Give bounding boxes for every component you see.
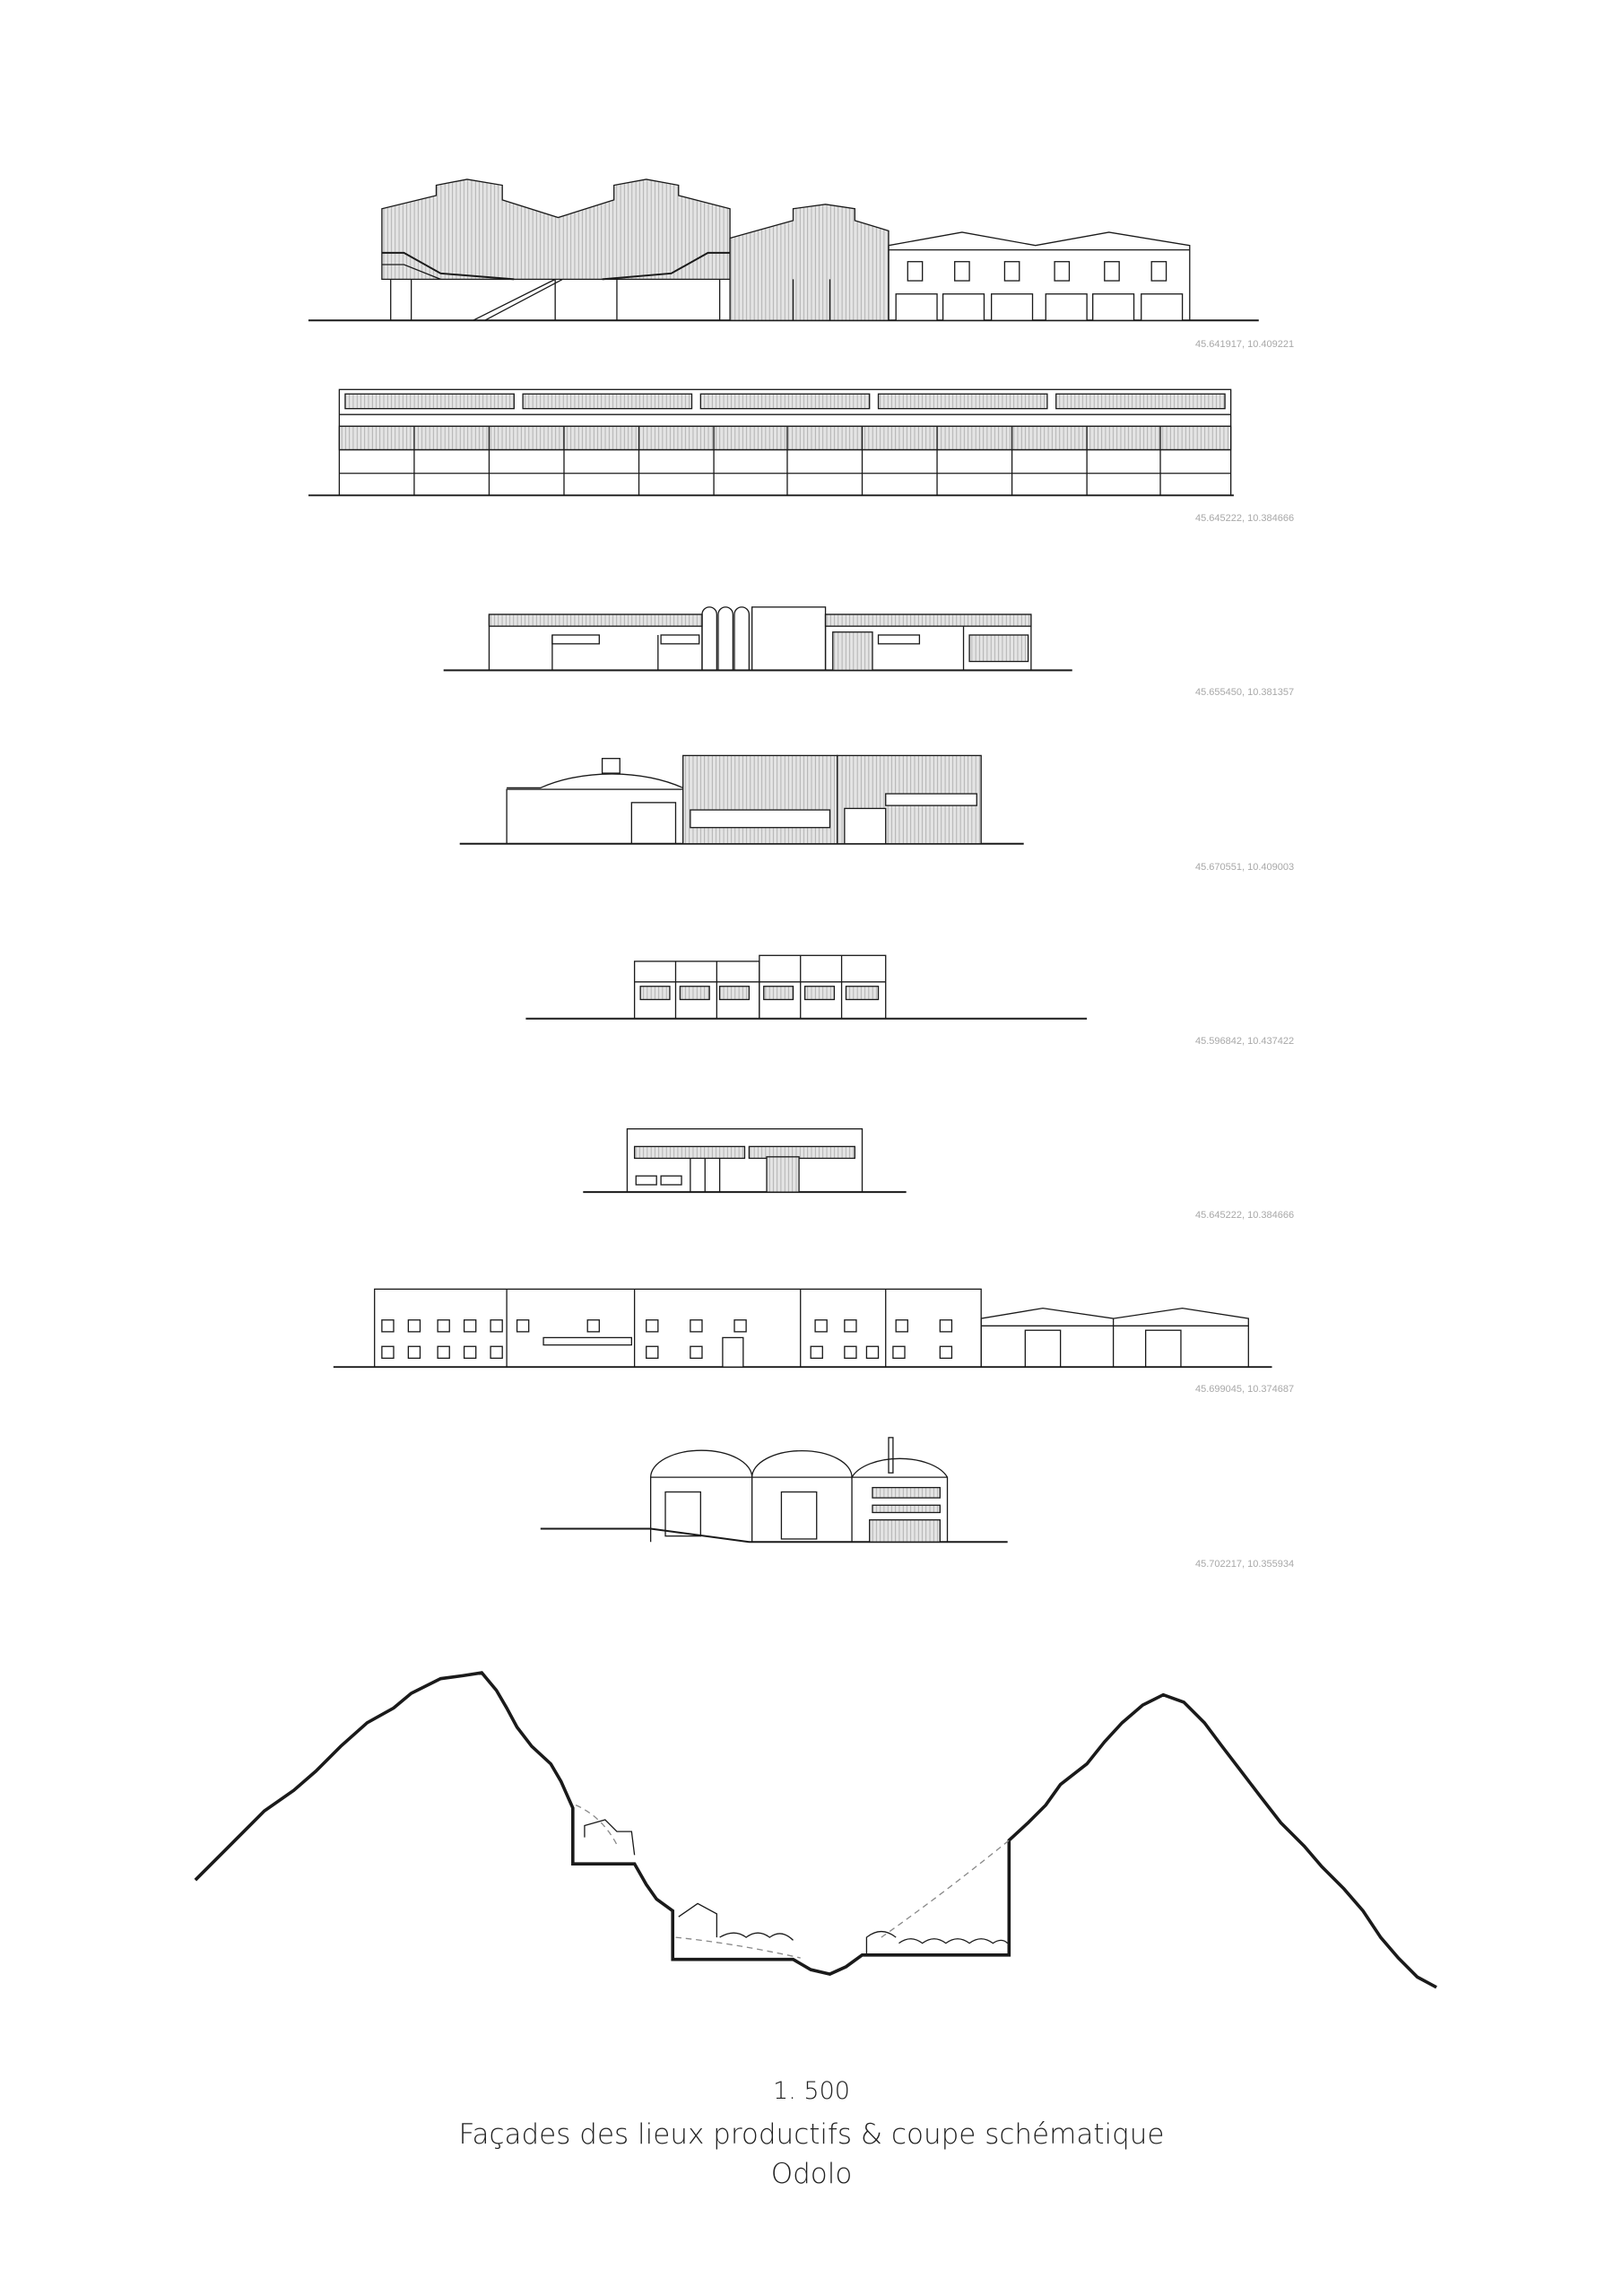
schematic-section [194, 1671, 1437, 1989]
facade-6-coordinates: 45.645222, 10.384666 [1195, 1210, 1295, 1221]
facade-8 [540, 1437, 1008, 1544]
facade-1 [308, 178, 1259, 322]
facade-8-coordinates: 45.702217, 10.355934 [1195, 1559, 1295, 1570]
facade-5 [525, 954, 1088, 1020]
drawing-title: Façades des lieux productifs & coupe sch… [458, 2118, 1165, 2151]
facade-2-coordinates: 45.645222, 10.384666 [1195, 513, 1295, 524]
facade-7 [333, 1288, 1272, 1369]
facade-3-coordinates: 45.655450, 10.381357 [1195, 687, 1295, 698]
facade-1-coordinates: 45.641917, 10.409221 [1195, 339, 1295, 350]
place-name: Odolo [770, 2158, 853, 2190]
facade-3 [443, 606, 1072, 672]
facade-7-coordinates: 45.699045, 10.374687 [1195, 1384, 1295, 1395]
facade-5-coordinates: 45.596842, 10.437422 [1195, 1036, 1295, 1047]
facade-6 [583, 1128, 907, 1194]
facade-4-coordinates: 45.670551, 10.409003 [1195, 862, 1295, 873]
facade-4 [459, 754, 1024, 845]
facade-2 [308, 388, 1234, 497]
scale-label: 1. 500 [773, 2077, 850, 2105]
